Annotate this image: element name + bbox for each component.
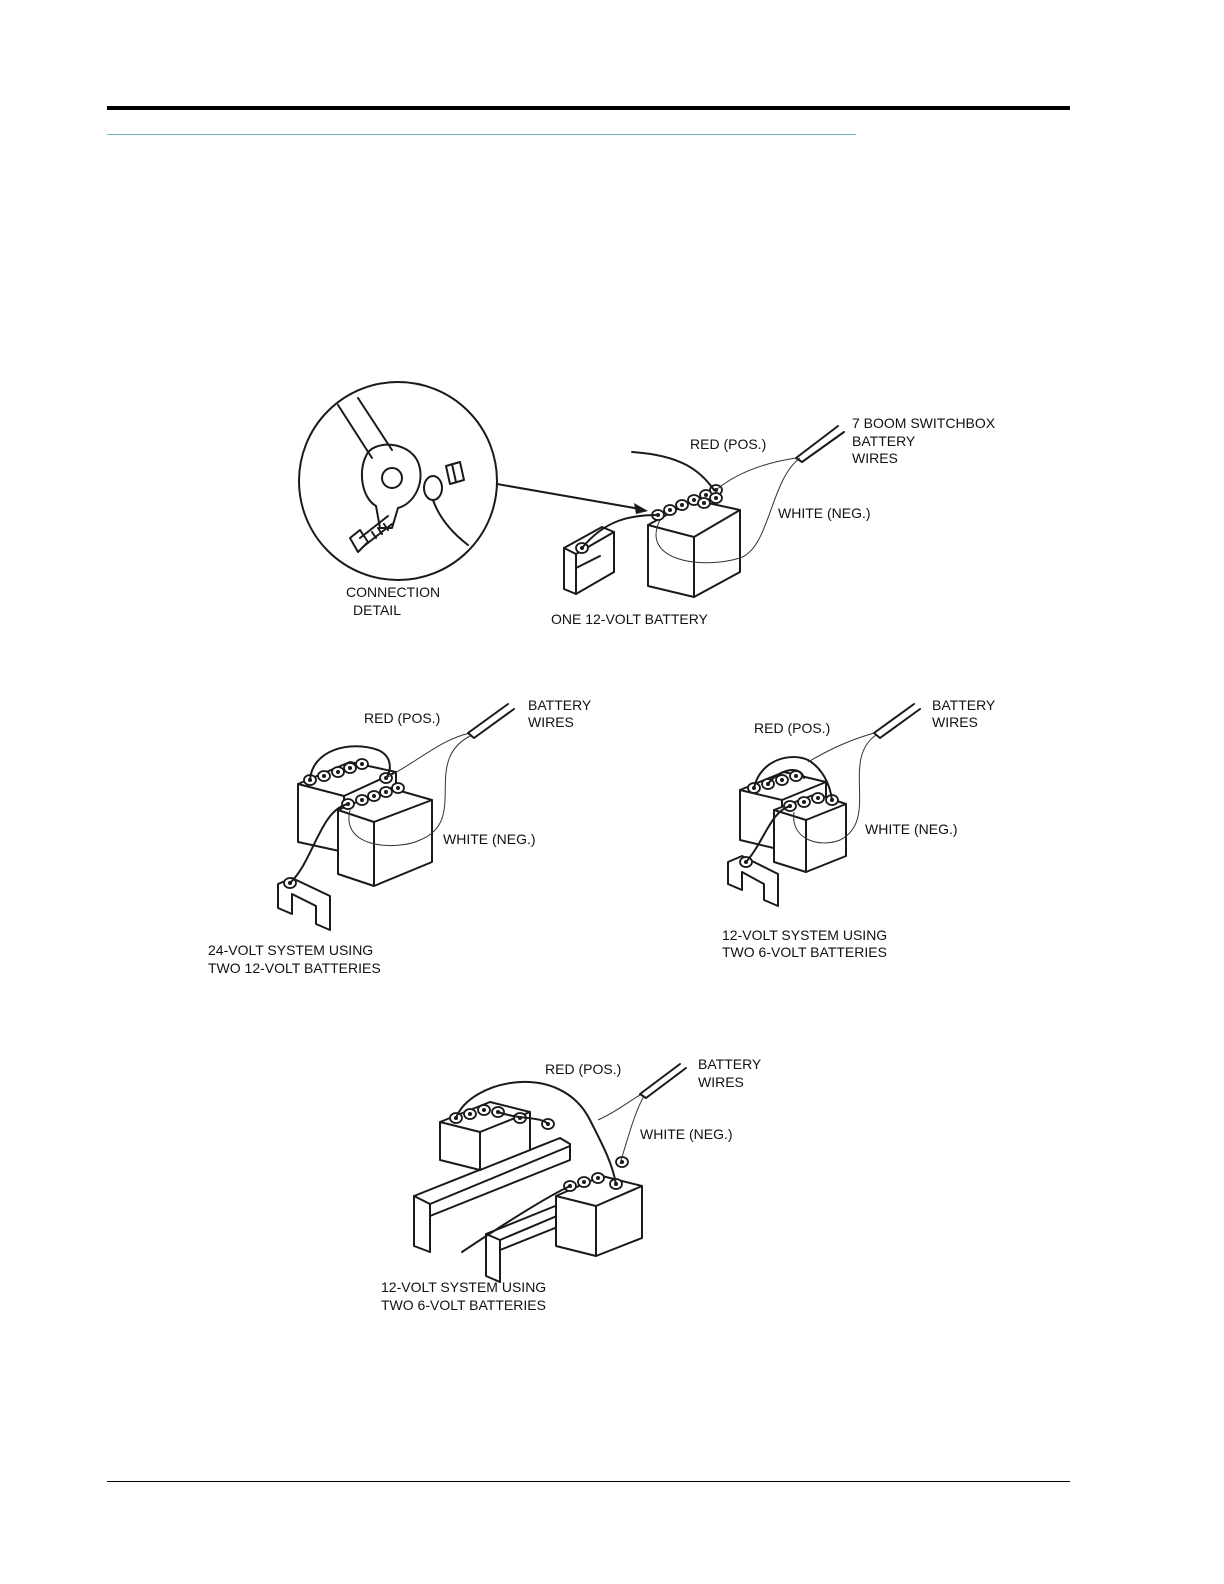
24v-caption-line1: 24-VOLT SYSTEM USING: [208, 942, 373, 958]
battery-wire-bundle: [795, 425, 845, 463]
one-battery-caption: ONE 12-VOLT BATTERY: [551, 611, 709, 627]
one-battery-figure: RED (POS.) WHITE (NEG.) 7 BOOM SWITCHBOX…: [551, 415, 996, 627]
one-red-label: RED (POS.): [690, 436, 766, 452]
battery-wire-bundle: [639, 1063, 687, 1099]
one-wires-line3: WIRES: [852, 450, 898, 466]
12vb-white-label: WHITE (NEG.): [640, 1126, 733, 1142]
24v-red-label: RED (POS.): [364, 710, 440, 726]
12vb-caption-line2: TWO 6-VOLT BATTERIES: [381, 1297, 546, 1313]
12-volt-system-figure-a: RED (POS.) WHITE (NEG.) BATTERY WIRES 12…: [722, 697, 996, 960]
connection-detail-figure: CONNECTION DETAIL: [298, 381, 648, 618]
12va-caption-line1: 12-VOLT SYSTEM USING: [722, 927, 887, 943]
header-rule: [107, 106, 1070, 110]
24-volt-system-figure: RED (POS.) WHITE (NEG.) BATTERY WIRES 24…: [208, 697, 592, 976]
one-wires-line2: BATTERY: [852, 433, 916, 449]
detail-bolt: [349, 515, 393, 553]
white-negative-wire: [619, 1095, 645, 1165]
detail-cable-lug: [360, 443, 422, 529]
one-white-label: WHITE (NEG.): [778, 505, 871, 521]
red-positive-wire: [753, 756, 833, 801]
detail-nut: [445, 461, 465, 485]
frame-bracket: [727, 855, 779, 907]
detail-washer: [423, 475, 443, 501]
one-wires-line1: 7 BOOM SWITCHBOX: [852, 415, 996, 431]
red-jumper-wire: [309, 745, 391, 781]
12va-white-label: WHITE (NEG.): [865, 821, 958, 837]
24v-caption-line2: TWO 12-VOLT BATTERIES: [208, 960, 381, 976]
24v-wires-line2: WIRES: [528, 714, 574, 730]
footer-rule: [107, 1481, 1070, 1482]
12va-red-label: RED (POS.): [754, 720, 830, 736]
header-accent-rule: [107, 134, 856, 135]
red-positive-wire: [631, 451, 715, 491]
12vb-wires-line1: BATTERY: [698, 1056, 762, 1072]
detail-magnifier-circle: [298, 381, 498, 581]
24v-wires-line1: BATTERY: [528, 697, 592, 713]
white-negative-wire: [348, 734, 473, 847]
12vb-red-label: RED (POS.): [545, 1061, 621, 1077]
battery-wire-bundle: [467, 703, 515, 739]
red-positive-wire: [455, 1080, 617, 1185]
12va-wires-line2: WIRES: [932, 714, 978, 730]
battery-wire-bundle: [873, 703, 921, 739]
12-volt-system-figure-b: RED (POS.) WHITE (NEG.) BATTERY WIRES 12…: [381, 1056, 762, 1313]
white-negative-wire: [655, 457, 801, 564]
12va-wires-line1: BATTERY: [932, 697, 996, 713]
12vb-caption-line1: 12-VOLT SYSTEM USING: [381, 1279, 546, 1295]
detail-cable: [337, 397, 393, 459]
detail-callout-line2: DETAIL: [353, 602, 401, 618]
frame-rail-upper: [413, 1137, 571, 1253]
detail-callout-line1: CONNECTION: [346, 584, 440, 600]
12vb-wires-line2: WIRES: [698, 1074, 744, 1090]
24v-white-label: WHITE (NEG.): [443, 831, 536, 847]
white-negative-wire: [793, 734, 877, 844]
frame-bracket: [277, 877, 331, 931]
12va-caption-line2: TWO 6-VOLT BATTERIES: [722, 944, 887, 960]
